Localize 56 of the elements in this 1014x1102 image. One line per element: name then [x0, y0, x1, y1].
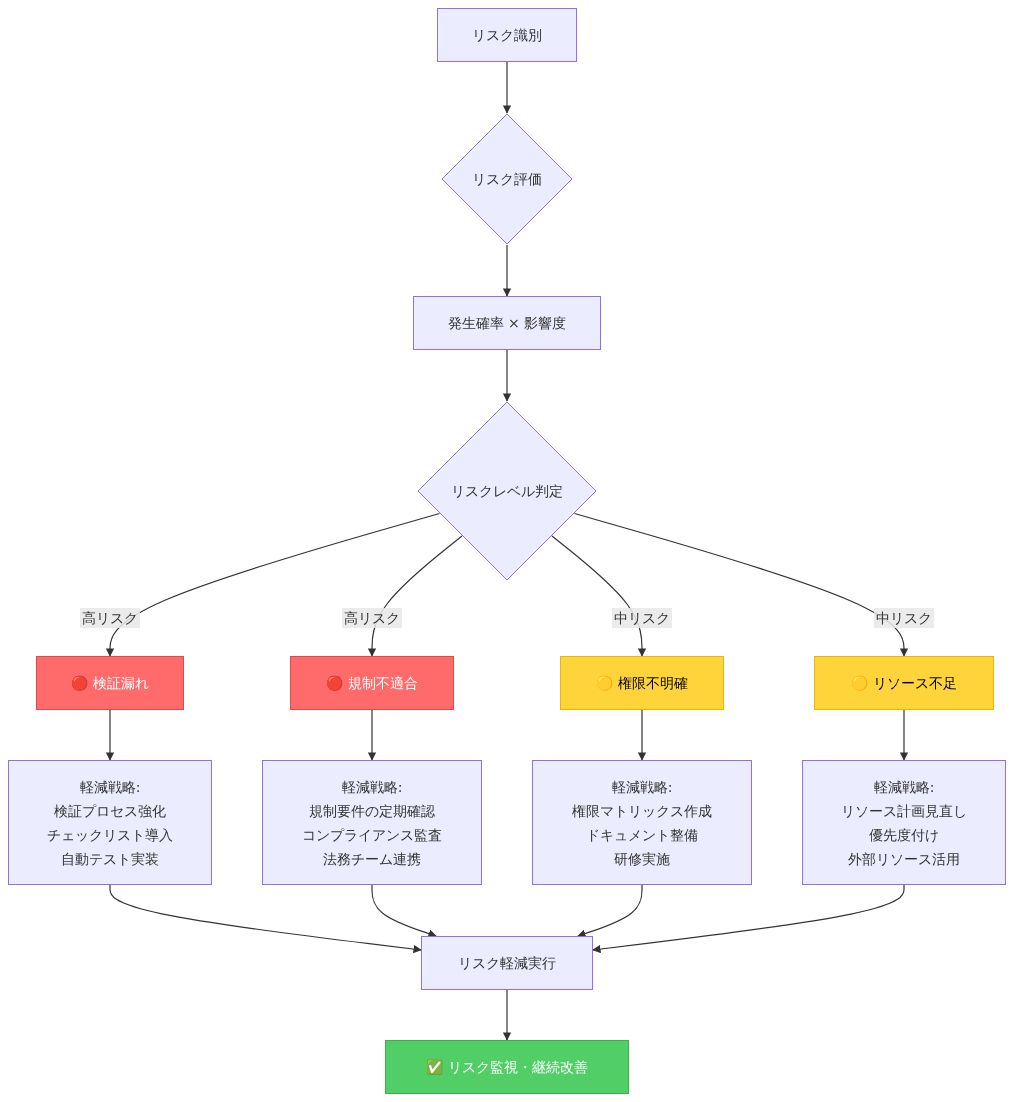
- arrow: [899, 709, 909, 761]
- arrow: [371, 884, 437, 938]
- arrow: [592, 884, 905, 954]
- list-item: 権限マトリックス作成: [572, 801, 712, 821]
- arrow: [502, 989, 512, 1041]
- node-label: 発生確率 × 影響度: [447, 314, 567, 333]
- process-box: [385, 1040, 629, 1094]
- arrow: [573, 512, 909, 657]
- node-label: リスク評価: [472, 170, 542, 189]
- node-label: 🔴 規制不適合: [326, 674, 418, 693]
- process-box: [802, 760, 1006, 885]
- process-box: [8, 760, 212, 885]
- edge-label: 高リスク: [342, 608, 402, 628]
- node-label: ✅ リスク監視・継続改善: [426, 1058, 588, 1077]
- node-label: 🔴 検証漏れ: [71, 674, 149, 693]
- arrow: [637, 709, 647, 761]
- list-item: コンプライアンス監査: [302, 825, 442, 845]
- node-label: 🟡 リソース不足: [851, 674, 957, 693]
- process-box: [421, 936, 593, 990]
- node-label: リスク軽減実行: [458, 954, 556, 973]
- arrow: [502, 61, 512, 114]
- process-box: [532, 760, 752, 885]
- list-item: 優先度付け: [869, 825, 939, 845]
- list-item: 規制要件の定期確認: [309, 801, 435, 821]
- node-heading: 軽減戦略:: [79, 777, 141, 797]
- node-heading: 軽減戦略:: [611, 777, 673, 797]
- list-item: ドキュメント整備: [586, 825, 698, 845]
- list-item: 自動テスト実装: [61, 849, 159, 869]
- node-heading: 軽減戦略:: [341, 777, 403, 797]
- list-item: 研修実施: [614, 849, 670, 869]
- node-heading: 軽減戦略:: [873, 777, 935, 797]
- process-box: [262, 760, 482, 885]
- list-item: リソース計画見直し: [841, 801, 967, 821]
- arrow: [367, 709, 377, 761]
- risk-box: [36, 656, 184, 710]
- risk-box: [560, 656, 724, 710]
- list-item: 検証プロセス強化: [54, 801, 166, 821]
- node-label: 🟡 権限不明確: [596, 674, 688, 693]
- node-label: リスクレベル判定: [451, 482, 563, 501]
- arrow: [502, 349, 512, 402]
- risk-box: [290, 656, 454, 710]
- arrow: [577, 884, 643, 938]
- edge-label: 中リスク: [874, 608, 934, 628]
- arrow: [502, 244, 512, 297]
- list-item: 法務チーム連携: [323, 849, 421, 869]
- risk-box: [814, 656, 994, 710]
- list-item: チェックリスト導入: [47, 825, 173, 845]
- arrow: [105, 709, 115, 761]
- edge-label: 高リスク: [80, 608, 140, 628]
- process-box: [413, 296, 601, 350]
- process-box: [437, 8, 577, 62]
- node-label: リスク識別: [472, 26, 542, 45]
- list-item: 外部リソース活用: [848, 849, 960, 869]
- arrow: [109, 884, 422, 954]
- arrow: [105, 512, 441, 657]
- edge-label: 中リスク: [612, 608, 672, 628]
